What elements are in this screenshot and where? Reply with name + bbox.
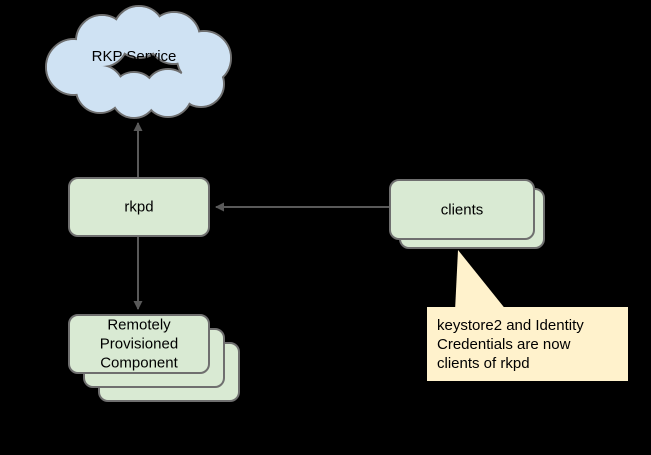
node-rkpd: rkpd — [68, 177, 210, 237]
cloud-shape — [45, 5, 232, 119]
callout-note: keystore2 and Identity Credentials are n… — [427, 307, 628, 381]
node-clients: clients — [389, 179, 535, 240]
clients-label: clients — [440, 201, 484, 218]
rkp-service-label: RKP Service — [91, 48, 177, 65]
provisioned-component-label: Remotely Provisioned Component — [99, 316, 179, 372]
node-rkp-service: RKP Service — [44, 4, 234, 122]
node-provisioned-component: Remotely Provisioned Component — [68, 314, 210, 374]
rkpd-label: rkpd — [124, 198, 154, 216]
callout-tail — [455, 250, 507, 311]
